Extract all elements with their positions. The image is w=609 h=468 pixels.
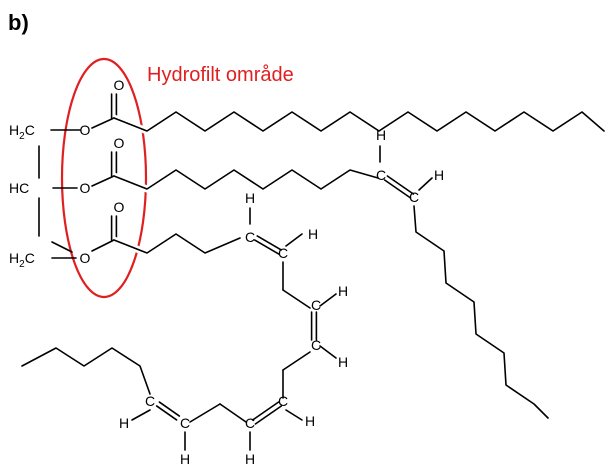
fatty-acid-chain-1-halo — [112, 107, 607, 136]
chain-3-bond — [219, 403, 247, 423]
panel-label: b) — [8, 10, 29, 35]
c-h-bond — [319, 345, 337, 359]
hydrogen-label: H — [308, 226, 318, 242]
carbon-label: C — [278, 245, 288, 261]
chain-3-double-bond — [158, 401, 181, 417]
chain-3-bond — [282, 289, 311, 309]
chain-3-double-bond — [256, 235, 283, 251]
hydrogen-label: H — [119, 415, 129, 431]
hc-label: HC — [9, 180, 29, 196]
c-h-bond — [418, 177, 433, 191]
chain-3-double-bond — [155, 405, 178, 421]
hydrogen-label: H — [434, 167, 444, 183]
h2c-sub: 2 — [19, 131, 25, 142]
carbon-label: C — [376, 167, 386, 183]
hydrogen-label: H — [245, 190, 255, 206]
c-h-bond — [131, 409, 151, 421]
c-h-bond — [285, 409, 303, 421]
h2c-c: C — [25, 122, 35, 138]
fatty-acid-chain-2-tail — [413, 205, 549, 419]
hydrophilic-region-ellipse — [60, 57, 148, 299]
ester-bond — [91, 175, 115, 187]
hydrogen-label: H — [180, 451, 190, 467]
fatty-acid-chain-3-halo — [112, 229, 242, 257]
c-h-bond — [319, 293, 337, 307]
fatty-acid-chain-1 — [113, 111, 605, 132]
hydrogen-label: H — [376, 127, 386, 143]
fatty-acid-chain-3 — [113, 233, 241, 254]
h2c-label: H2C — [9, 122, 35, 142]
carbonyl-oxygen: O — [114, 135, 125, 151]
hydrogen-label: H — [338, 283, 348, 299]
ester-oxygen: O — [80, 250, 91, 266]
c-h-bond — [285, 233, 303, 247]
hydrophilic-region-label: Hydrofilt område — [147, 64, 294, 86]
chain-3-double-bond — [254, 405, 283, 425]
carbon-label: C — [145, 393, 155, 409]
fatty-acid-chain-2-halo — [112, 165, 379, 194]
carbon-label: C — [245, 229, 255, 245]
chain-3-double-bond — [251, 401, 280, 421]
fatty-acid-chain-2 — [113, 169, 379, 190]
backbone-bond — [51, 241, 73, 253]
chain-2-double-bond — [386, 175, 415, 195]
h2c-label: H2C — [9, 250, 35, 270]
hydrogen-label: H — [305, 413, 315, 429]
chain-3-double-bond — [253, 239, 280, 255]
ester-bond — [91, 117, 115, 129]
h2c-sub: 2 — [19, 259, 25, 270]
ester-oxygen: O — [80, 122, 91, 138]
carbon-label: C — [311, 297, 321, 313]
carbon-label: C — [245, 415, 255, 431]
fatty-acid-chain-2-tail-halo — [410, 205, 551, 421]
chain-2-double-bond — [383, 179, 412, 199]
h2c-c: C — [25, 250, 35, 266]
chain-3-bond — [282, 351, 311, 371]
bond-lines — [20, 93, 607, 451]
ester-bond — [91, 239, 115, 252]
carbon-label: C — [278, 393, 288, 409]
carbon-label: C — [409, 189, 419, 205]
carbon-label: C — [311, 337, 321, 353]
h2c-h: H — [9, 122, 19, 138]
ester-oxygen: O — [80, 180, 91, 196]
hydrogen-label: H — [245, 451, 255, 467]
fatty-acid-chain-3-tail — [21, 347, 151, 395]
fatty-acid-chain-3-tail-halo — [20, 343, 154, 396]
carbon-label: C — [180, 415, 190, 431]
chain-3-bond — [189, 403, 221, 423]
hydrogen-label: H — [338, 354, 348, 370]
carbonyl-oxygen: O — [114, 199, 125, 215]
h2c-h: H — [9, 250, 19, 266]
carbonyl-oxygen: O — [114, 77, 125, 93]
